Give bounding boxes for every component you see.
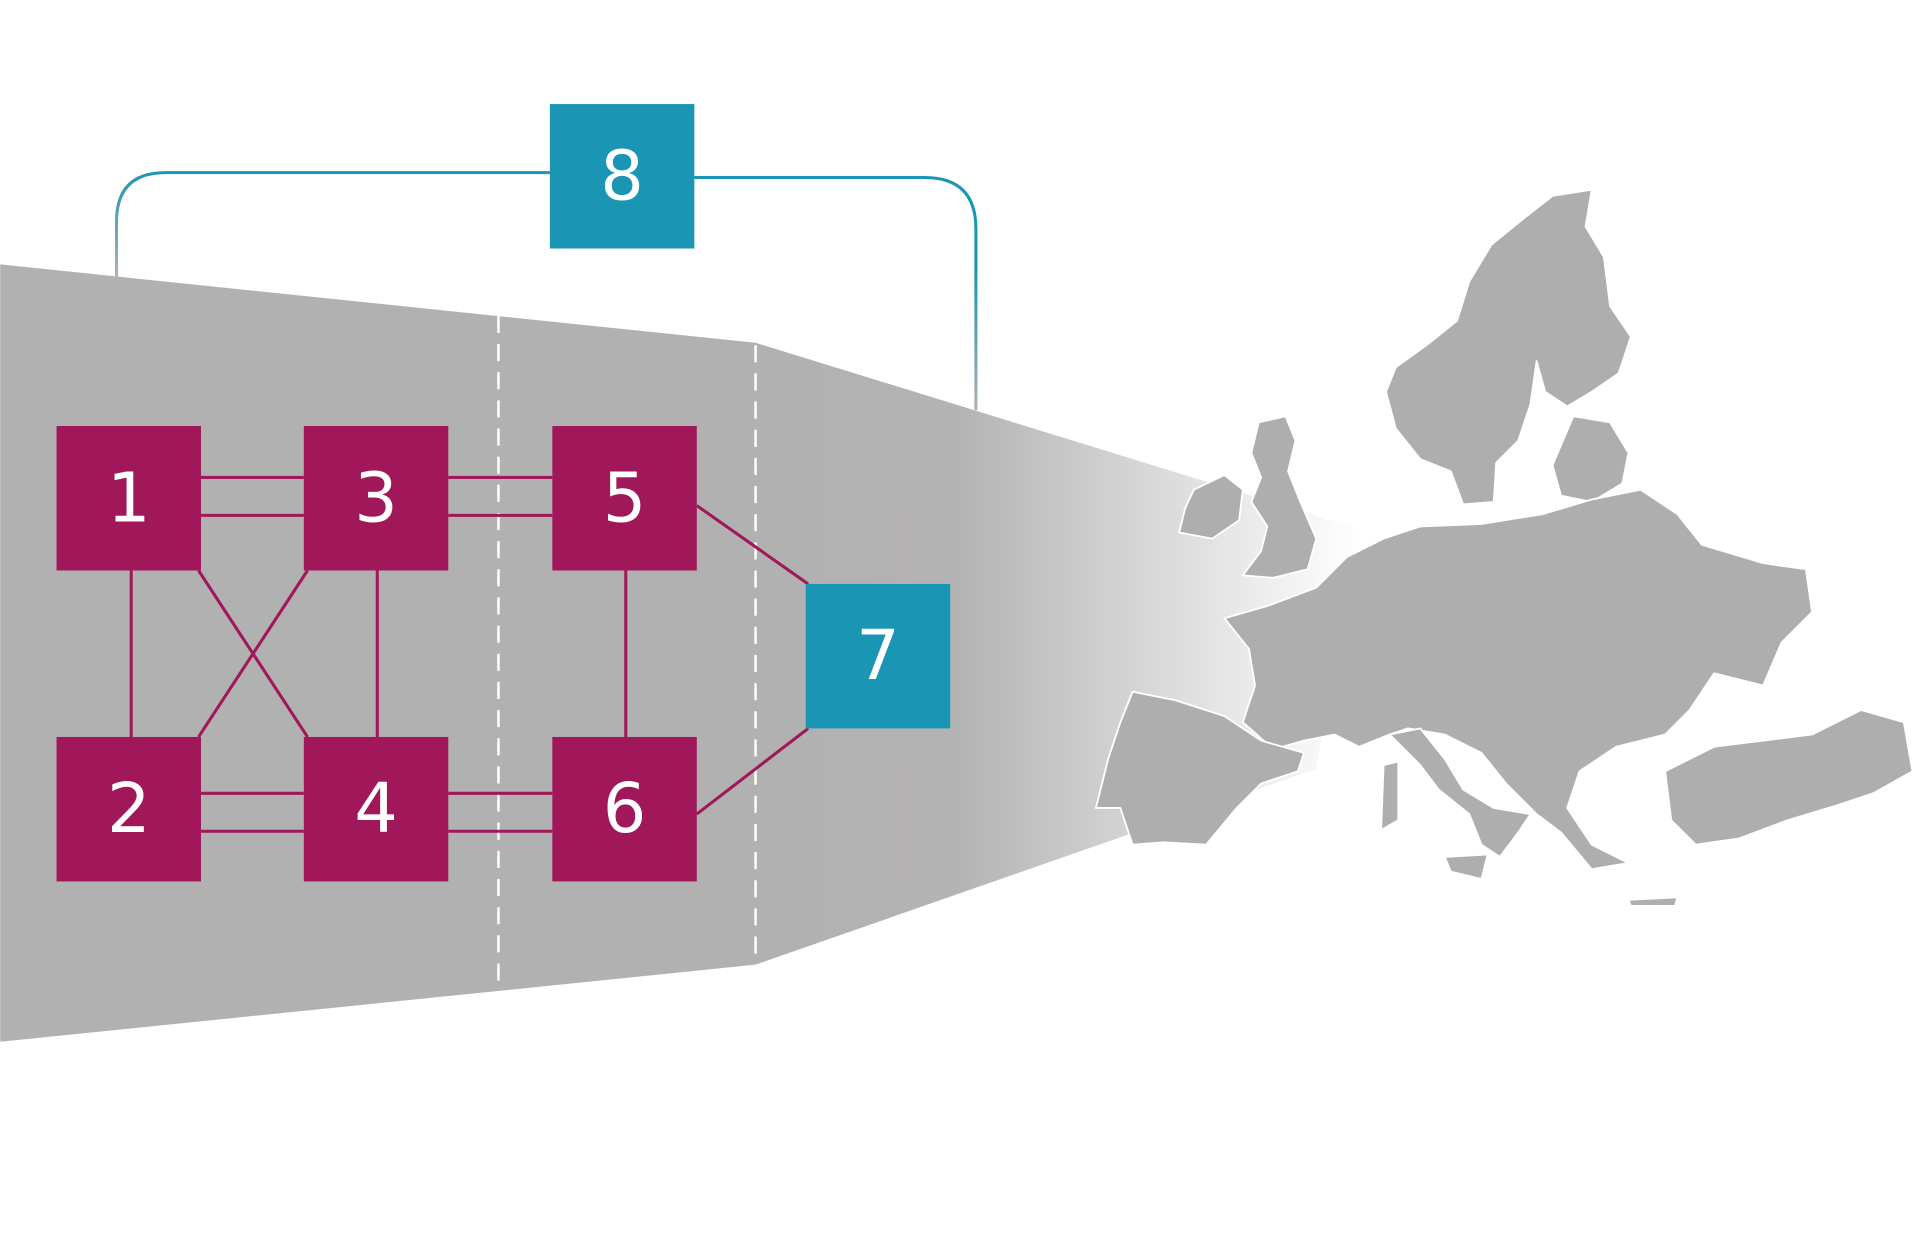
connector-8-right <box>694 175 978 411</box>
node-1: 1 <box>56 426 201 571</box>
map-turkey <box>1664 709 1914 846</box>
node-7-label: 7 <box>856 616 900 696</box>
map-crete <box>1627 896 1679 907</box>
node-4: 4 <box>303 736 449 882</box>
node-3-label: 3 <box>354 458 398 538</box>
europe-map <box>1094 188 1914 907</box>
map-uk <box>1241 415 1318 579</box>
node-4-label: 4 <box>354 769 398 849</box>
map-finland-baltics <box>1551 415 1630 503</box>
link-3-2 <box>197 569 309 738</box>
map-scandinavia <box>1385 188 1632 506</box>
node-2-label: 2 <box>107 769 151 849</box>
node-6: 6 <box>552 736 697 882</box>
node-5: 5 <box>552 426 697 571</box>
connections <box>129 475 810 833</box>
map-sicily <box>1443 853 1489 880</box>
map-mainland <box>1223 488 1813 871</box>
region-panel <box>0 264 1360 1042</box>
node-8: 8 <box>549 104 695 249</box>
link-6-7 <box>695 727 810 816</box>
node-3: 3 <box>303 426 449 571</box>
connector-8-left <box>114 171 550 277</box>
link-5-7 <box>695 504 810 586</box>
node-8-label: 8 <box>600 136 644 216</box>
node-5-label: 5 <box>603 458 647 538</box>
node-2: 2 <box>56 736 201 882</box>
map-sardinia <box>1380 760 1400 831</box>
map-ireland <box>1178 474 1244 540</box>
node-1-label: 1 <box>107 458 151 538</box>
map-italy <box>1388 727 1532 858</box>
map-iberia <box>1094 690 1305 846</box>
node-6-label: 6 <box>603 769 647 849</box>
node-7: 7 <box>805 583 951 729</box>
